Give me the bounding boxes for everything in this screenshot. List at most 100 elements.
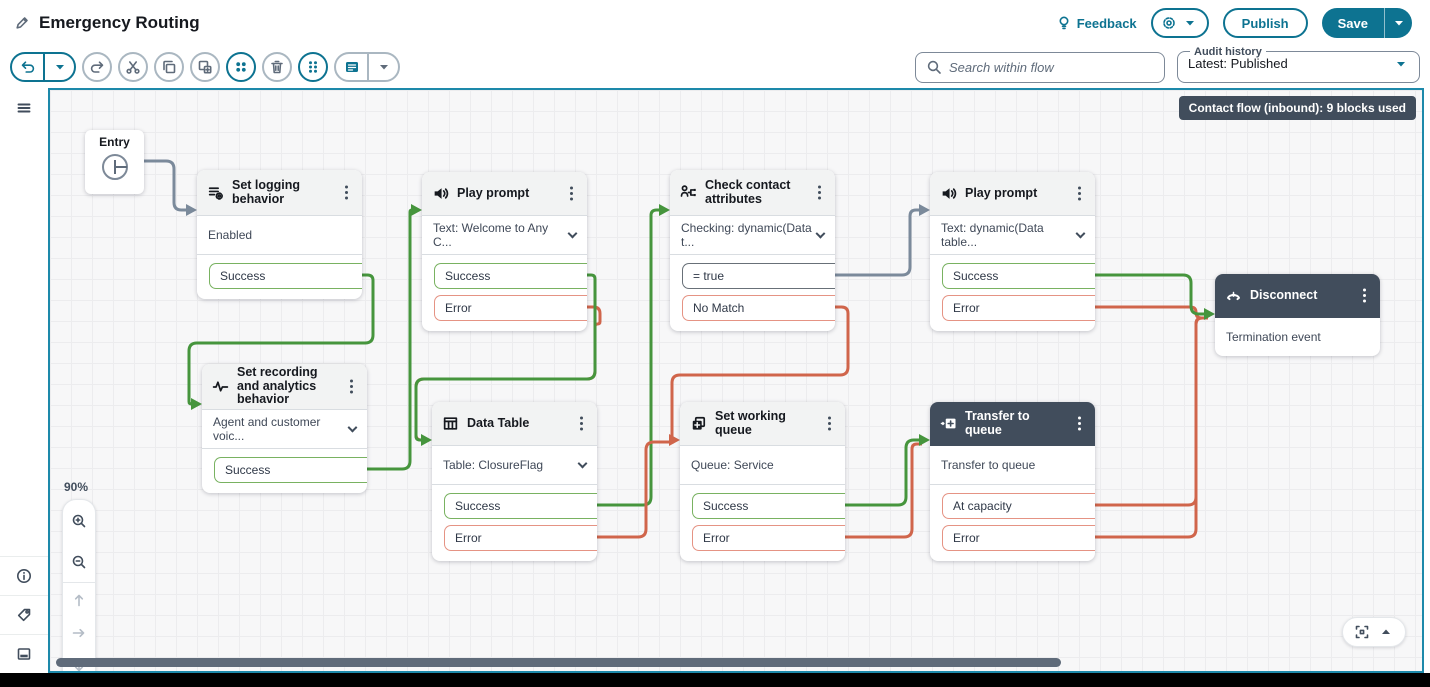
drag-dots-button[interactable]: [298, 52, 328, 82]
block-parameter-text: Checking: dynamic(Data t...: [681, 221, 812, 249]
settings-menu-button[interactable]: [1150, 8, 1209, 38]
group-blocks-button[interactable]: [226, 52, 256, 82]
chevron-down-icon: [567, 228, 578, 238]
rail-bottom-panel-button[interactable]: [0, 634, 48, 673]
kebab-menu-icon[interactable]: [1071, 413, 1087, 435]
paste-button[interactable]: [190, 52, 220, 82]
redo-button[interactable]: [82, 52, 112, 82]
block-parameter-row[interactable]: Text: Welcome to Any C...: [422, 216, 587, 254]
feedback-label: Feedback: [1076, 15, 1137, 31]
connector-arrowhead: [186, 204, 197, 216]
bottom-panel-icon: [16, 646, 32, 662]
save-caret-button[interactable]: [1385, 8, 1412, 38]
block-parameter-row[interactable]: Checking: dynamic(Data t...: [670, 216, 835, 254]
rail-menu-button[interactable]: [0, 88, 48, 127]
copy-button[interactable]: [154, 52, 184, 82]
logging-icon: [207, 184, 224, 201]
search-input[interactable]: [949, 59, 1154, 75]
notes-panel-button[interactable]: [336, 54, 367, 80]
transfer-queue-icon: [940, 415, 957, 432]
connector-arrowhead: [669, 434, 680, 446]
drag-dots-icon: [305, 59, 321, 75]
caret-down-icon: [52, 59, 68, 75]
kebab-menu-icon[interactable]: [343, 376, 359, 398]
search-within-flow[interactable]: [915, 51, 1165, 83]
zoom-in-button[interactable]: [63, 500, 95, 541]
output-port-success[interactable]: Success: [434, 263, 587, 289]
flow-connectors: [125, 159, 1215, 539]
block-parameter-text: Text: dynamic(Data table...: [941, 221, 1044, 249]
kebab-menu-icon[interactable]: [1071, 183, 1087, 205]
block-title: Disconnect: [1250, 287, 1318, 302]
notes-panel-split-button[interactable]: [334, 52, 400, 82]
output-port-success[interactable]: Success: [444, 493, 597, 519]
publish-button[interactable]: Publish: [1222, 8, 1308, 38]
output-port-success[interactable]: Success: [942, 263, 1095, 289]
output-port-error[interactable]: Error: [444, 525, 597, 551]
connector-red: [1095, 316, 1208, 507]
rail-info-button[interactable]: [0, 556, 48, 595]
delete-button[interactable]: [262, 52, 292, 82]
person-branch-icon: [680, 184, 697, 201]
block-title: Set recording and analytics behavior: [237, 365, 318, 407]
block-parameter-row[interactable]: Text: dynamic(Data table...: [930, 216, 1095, 254]
rail-tags-button[interactable]: [0, 595, 48, 634]
kebab-menu-icon[interactable]: [338, 182, 354, 204]
caret-down-button[interactable]: [367, 54, 398, 80]
output-port-success[interactable]: Success: [214, 457, 367, 483]
output-port-at-capacity[interactable]: At capacity: [942, 493, 1095, 519]
undo-split-button[interactable]: [10, 52, 76, 82]
edit-title-icon[interactable]: [14, 15, 30, 31]
kebab-menu-icon[interactable]: [563, 183, 579, 205]
undo-button[interactable]: [12, 54, 43, 80]
horizontal-scrollbar[interactable]: [56, 658, 1061, 667]
output-port-success[interactable]: Success: [692, 493, 845, 519]
output-port-error[interactable]: Error: [692, 525, 845, 551]
block-parameter-row[interactable]: Table: ClosureFlag: [432, 446, 597, 484]
block-parameter-row: Enabled: [197, 216, 362, 254]
block-entry-point[interactable]: Entry: [85, 130, 144, 194]
minimap-toggle-button[interactable]: [1342, 617, 1406, 647]
save-split-button[interactable]: Save: [1321, 8, 1412, 38]
caret-down-icon: [376, 59, 392, 75]
block-parameter-row[interactable]: Agent and customer voic...: [202, 410, 367, 448]
block-header: Data Table: [432, 402, 597, 446]
cut-button[interactable]: [118, 52, 148, 82]
fit-screen-icon: [1354, 624, 1370, 640]
block-header: Set recording and analytics behavior: [202, 364, 367, 410]
connector-green: [367, 208, 414, 471]
output-port-error[interactable]: Error: [942, 525, 1095, 551]
output-port-success[interactable]: Success: [209, 263, 362, 289]
pan-right-button[interactable]: [63, 616, 95, 649]
group-blocks-icon: [233, 59, 249, 75]
caret-down-button[interactable]: [43, 54, 74, 80]
flow-canvas[interactable]: Contact flow (inbound): 9 blocks used En…: [48, 88, 1424, 673]
audit-history-select[interactable]: Audit history Latest: Published: [1177, 45, 1420, 83]
kebab-menu-icon[interactable]: [573, 413, 589, 435]
entry-port[interactable]: [101, 154, 128, 180]
output-port-no-match[interactable]: No Match: [682, 295, 835, 321]
feedback-button[interactable]: Feedback: [1056, 15, 1137, 31]
flow-toolbar: Audit history Latest: Published: [0, 45, 1430, 88]
kebab-menu-icon[interactable]: [821, 413, 837, 435]
zoom-controls: 90%: [62, 480, 96, 671]
output-port-error[interactable]: Error: [942, 295, 1095, 321]
output-port-true[interactable]: = true: [682, 263, 835, 289]
pan-up-button[interactable]: [63, 583, 95, 616]
save-button[interactable]: Save: [1321, 8, 1385, 38]
kebab-menu-icon[interactable]: [811, 182, 827, 204]
kebab-menu-icon[interactable]: [1356, 285, 1372, 307]
output-port-error[interactable]: Error: [434, 295, 587, 321]
zoom-out-button[interactable]: [63, 541, 95, 582]
